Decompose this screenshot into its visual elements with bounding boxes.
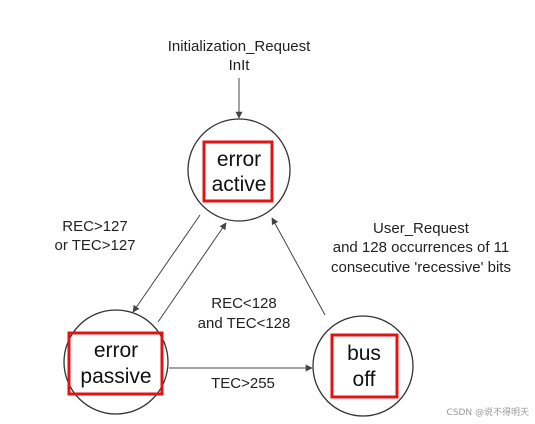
highlight-box	[202, 140, 274, 203]
state-label-line1: error	[94, 339, 138, 362]
state-circle	[312, 315, 414, 417]
recover-label-line3: consecutive 'recessive' bits	[331, 259, 511, 276]
state-error-active: error active	[187, 118, 291, 222]
to-passive-label-line1: REC>127	[62, 218, 127, 235]
state-label-line2: passive	[80, 365, 151, 388]
arrow-passive-to-active	[157, 222, 227, 323]
state-circle	[187, 118, 291, 222]
state-error-passive: error passive	[63, 309, 169, 415]
state-label-line1: error	[217, 148, 261, 171]
arrow-active-to-passive	[132, 214, 201, 313]
to-busoff-label: TEC>255	[211, 375, 275, 392]
to-active-label-line2: and TEC<128	[198, 315, 291, 332]
to-active-label-line1: REC<128	[211, 295, 276, 312]
state-bus-off: bus off	[312, 315, 414, 417]
init-label-line2: InIt	[229, 57, 251, 74]
state-label-line2: active	[212, 173, 267, 196]
highlight-box	[67, 331, 164, 396]
recover-label-line2: and 128 occurrences of 11	[333, 239, 510, 256]
state-label-line1: bus	[347, 342, 381, 365]
to-passive-label-line2: or TEC>127	[54, 237, 135, 254]
arrow-busoff-to-active	[271, 217, 326, 316]
state-label-line2: off	[353, 368, 376, 391]
watermark: CSDN @说不得明天	[446, 406, 529, 418]
recover-label-line1: User_Request	[373, 220, 470, 237]
highlight-box	[330, 333, 399, 399]
init-label-line1: Initialization_Request	[168, 38, 311, 55]
state-circle	[63, 309, 169, 415]
